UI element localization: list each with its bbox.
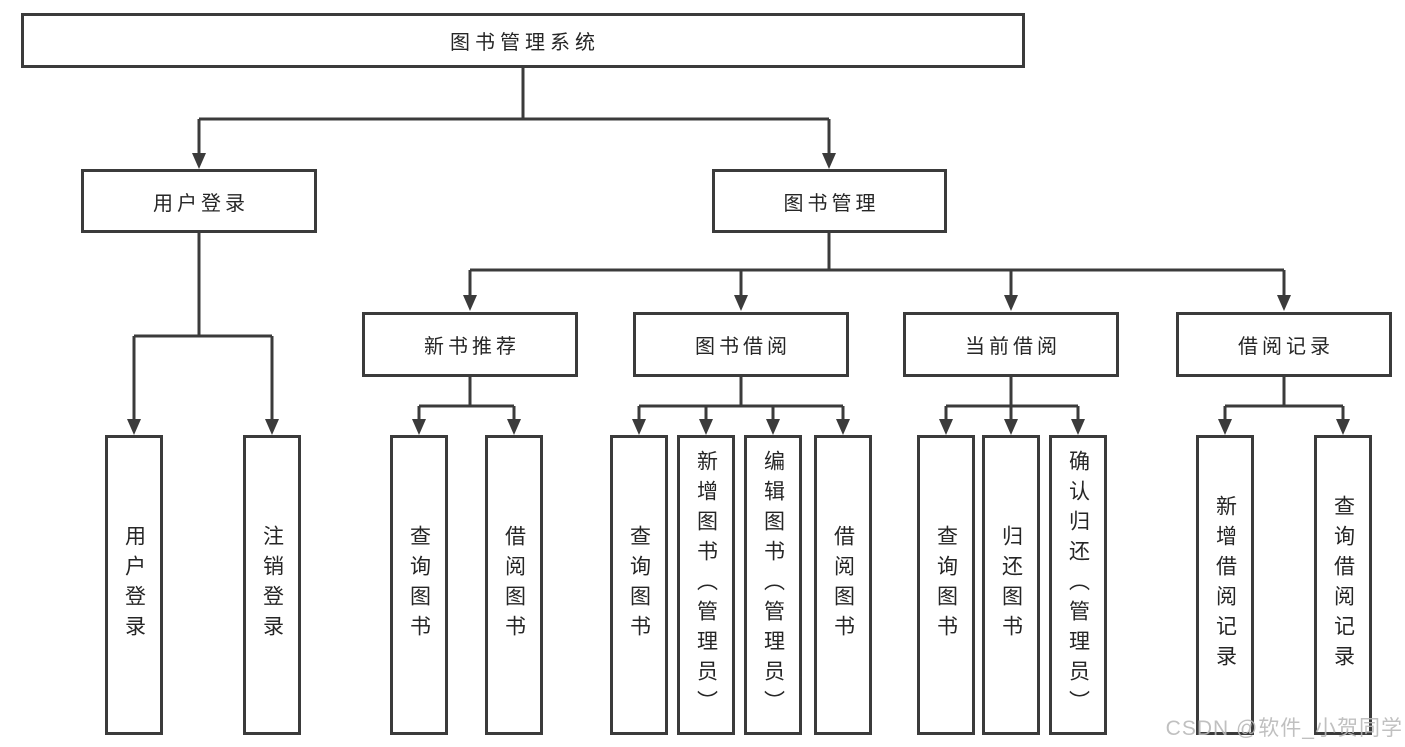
csdn-watermark: CSDN @软件_小贺同学 <box>1165 717 1403 740</box>
node-root-system: 图书管理系统 <box>21 13 1025 68</box>
leaf-query-book-recommend: 查询图书 <box>390 435 448 735</box>
leaf-borrow-book: 借阅图书 <box>814 435 872 735</box>
leaf-add-borrow-record: 新增借阅记录 <box>1196 435 1254 735</box>
leaf-query-book-current: 查询图书 <box>917 435 975 735</box>
node-borrow-records: 借阅记录 <box>1176 312 1392 377</box>
node-current-borrow: 当前借阅 <box>903 312 1119 377</box>
leaf-query-borrow-record: 查询借阅记录 <box>1314 435 1372 735</box>
node-new-book-recommend: 新书推荐 <box>362 312 578 377</box>
leaf-confirm-return-admin: 确认归还（管理员） <box>1049 435 1107 735</box>
node-book-management: 图书管理 <box>712 169 947 233</box>
leaf-edit-book-admin: 编辑图书（管理员） <box>744 435 802 735</box>
node-book-borrow: 图书借阅 <box>633 312 849 377</box>
leaf-user-login: 用户登录 <box>105 435 163 735</box>
leaf-return-book: 归还图书 <box>982 435 1040 735</box>
leaf-query-book-borrow: 查询图书 <box>610 435 668 735</box>
node-user-login: 用户登录 <box>81 169 317 233</box>
leaf-borrow-book-recommend: 借阅图书 <box>485 435 543 735</box>
leaf-logout: 注销登录 <box>243 435 301 735</box>
leaf-add-book-admin: 新增图书（管理员） <box>677 435 735 735</box>
arrowheads <box>127 153 1350 435</box>
